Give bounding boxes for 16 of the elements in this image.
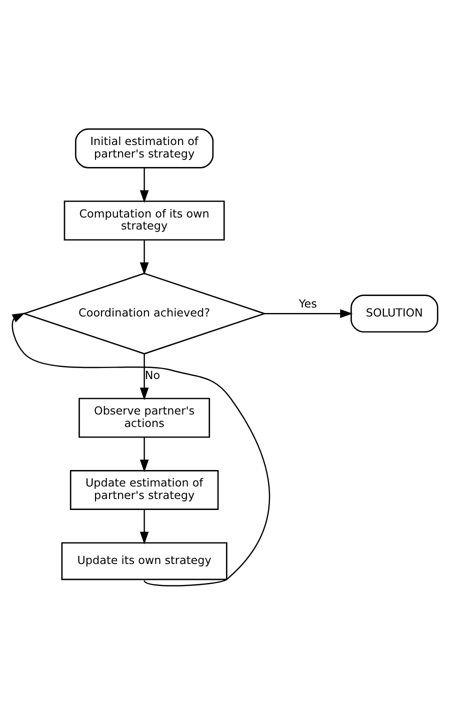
node-box: Update estimation of partner's strategy: [70, 470, 219, 510]
arrow: [140, 509, 149, 544]
edge-label: No: [144, 368, 160, 382]
arrow: [264, 308, 353, 318]
node-box: Initial estimation of partner's strategy: [75, 128, 214, 168]
arrow: [12, 312, 270, 586]
arrow: [140, 353, 149, 400]
arrow: [140, 240, 149, 274]
arrow: [140, 167, 149, 202]
node-diamond: Coordination achieved?: [22, 272, 266, 354]
node-box: Observe partner's actions: [78, 397, 210, 438]
node-box: Update its own strategy: [61, 542, 228, 580]
node-box: SOLUTION: [350, 294, 438, 332]
edge-label: Yes: [298, 296, 317, 310]
arrow: [140, 436, 149, 472]
node-box: Computation of its own strategy: [64, 200, 225, 240]
